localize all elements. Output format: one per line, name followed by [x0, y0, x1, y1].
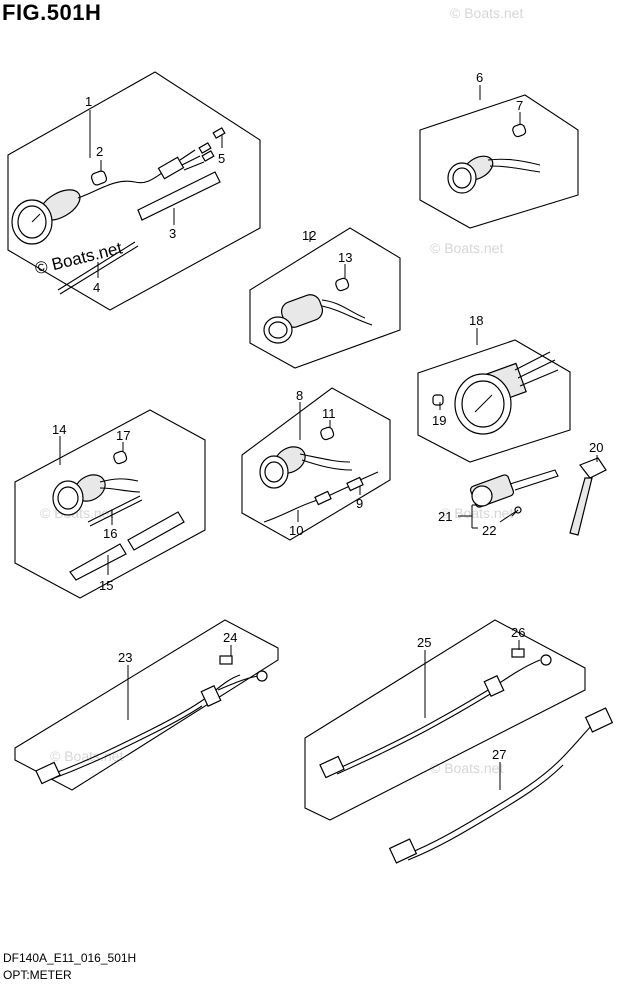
callout-15: 15 — [99, 578, 113, 593]
group-box-14 — [14, 409, 206, 599]
callout-10: 10 — [289, 523, 303, 538]
callout-8: 8 — [296, 388, 303, 403]
group-box-8 — [241, 387, 391, 541]
callout-18: 18 — [469, 313, 483, 328]
group-box-12 — [249, 227, 401, 369]
callout-22: 22 — [482, 523, 496, 538]
callout-numbers: 1 2 3 4 5 6 7 8 9 10 11 12 13 14 15 16 1… — [52, 70, 603, 762]
callout-6: 6 — [476, 70, 483, 85]
group-box-6 — [419, 94, 579, 229]
cap-24-icon — [219, 655, 233, 665]
bulb-17-icon — [113, 450, 128, 465]
callout-27: 27 — [492, 747, 506, 762]
harness-27-icon — [388, 707, 614, 864]
callout-17: 17 — [116, 428, 130, 443]
callout-23: 23 — [118, 650, 132, 665]
callout-24: 24 — [223, 630, 237, 645]
group-box-23 — [14, 619, 279, 791]
callout-9: 9 — [356, 496, 363, 511]
watermark: © Boats.net — [450, 5, 524, 21]
group-box-25 — [304, 619, 586, 821]
callout-2: 2 — [96, 144, 103, 159]
callout-4: 4 — [93, 280, 100, 295]
cap-9-icon — [346, 471, 379, 492]
bulb-13-icon — [335, 277, 350, 292]
switch-21-icon — [469, 469, 559, 508]
meter-12-icon — [263, 294, 373, 344]
meter-1-icon — [11, 149, 205, 245]
bulb-7-icon — [512, 123, 527, 138]
callout-12: 12 — [302, 228, 316, 243]
group-box-18 — [417, 339, 571, 463]
bulb-19-icon — [432, 394, 444, 406]
callout-19: 19 — [432, 413, 446, 428]
callout-16: 16 — [103, 526, 117, 541]
leader-lines — [59, 85, 598, 790]
figure-name: OPT:METER — [3, 968, 72, 982]
terminals-5-icon — [198, 127, 226, 162]
callout-26: 26 — [511, 625, 525, 640]
bulb-2-icon — [90, 170, 108, 186]
bulb-11-icon — [320, 426, 335, 441]
tie-16-icon — [87, 495, 143, 527]
meter-8-icon — [259, 446, 353, 489]
callout-1: 1 — [85, 94, 92, 109]
tie-4-icon — [57, 241, 139, 295]
screw-22-icon — [511, 506, 522, 517]
harness-10-icon — [263, 485, 351, 523]
callout-21: 21 — [438, 509, 452, 524]
meter-18-icon — [454, 351, 559, 435]
meter-6-icon — [447, 155, 541, 194]
watermark: © Boats.net — [440, 505, 514, 521]
watermark: © Boats.net — [430, 240, 504, 256]
harness-25-icon — [319, 654, 552, 779]
callout-25: 25 — [417, 635, 431, 650]
callout-14: 14 — [52, 422, 66, 437]
figure-title: FIG.501H — [2, 0, 102, 25]
tube-3-icon — [137, 171, 221, 221]
callout-5: 5 — [218, 151, 225, 166]
callout-13: 13 — [338, 250, 352, 265]
meter-14-icon — [52, 474, 141, 516]
watermark: © Boats.net — [430, 760, 504, 776]
cap-26-icon — [511, 648, 525, 658]
callout-7: 7 — [516, 98, 523, 113]
group-box-1 — [7, 71, 261, 311]
callout-11: 11 — [322, 406, 336, 421]
callout-3: 3 — [169, 226, 176, 241]
bracket-20-icon — [569, 457, 607, 536]
tube-15-icon — [69, 511, 185, 581]
harness-23-icon — [35, 670, 268, 785]
figure-code: DF140A_E11_016_501H — [3, 951, 137, 965]
callout-20: 20 — [589, 440, 603, 455]
